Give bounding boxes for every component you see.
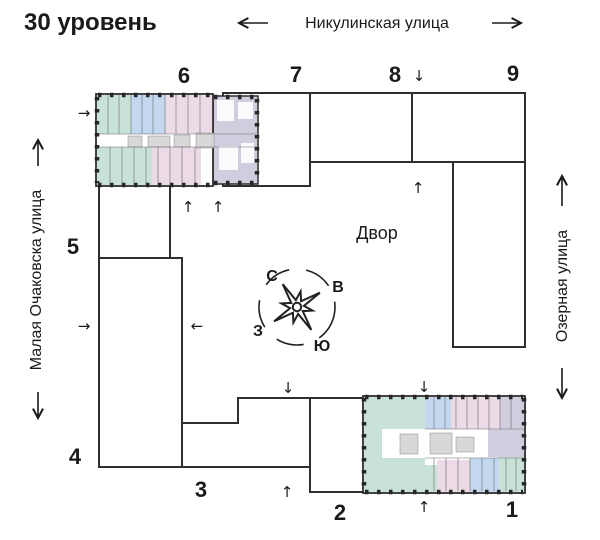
building-outlines: [98, 92, 526, 493]
building-7-annex-rooms: [217, 100, 254, 170]
building-1-apartments: [364, 397, 524, 492]
street-top-label: Никулинская улица: [305, 15, 449, 32]
building-6-walls: [97, 95, 258, 185]
building-2-label[interactable]: 2: [334, 500, 346, 525]
building-4-5-outline[interactable]: [98, 257, 183, 468]
compass-north-label: С: [266, 268, 278, 285]
entry-5-left-arrow-icon: →: [78, 317, 91, 335]
compass-center: [291, 301, 303, 313]
street-right: Озерная улица: [554, 173, 571, 401]
building-3-label[interactable]: 3: [195, 477, 207, 502]
entry-5-right-arrow-icon: ←: [191, 317, 204, 335]
entry-6-bottom-arrow-1-icon: ↑: [182, 198, 195, 216]
entry-8-top-arrow-icon: ↓: [413, 67, 426, 85]
page-title: 30 уровень: [24, 9, 157, 36]
building-1-label[interactable]: 1: [506, 497, 518, 522]
entrance-arrows: → ↑ ↑ ↓ ↑ → ← ↓ ↑ ↓ ↑: [78, 67, 431, 516]
entry-6-left-arrow-icon: →: [78, 104, 91, 122]
building-number-labels: 6 7 8 9 5 4 3 2 1: [67, 61, 519, 525]
building-1-plan[interactable]: [361, 394, 527, 495]
building-5-label[interactable]: 5: [67, 234, 79, 259]
entry-1-top-arrow-icon: ↓: [418, 378, 431, 396]
street-left: Малая Очаковска улица: [28, 137, 45, 421]
courtyard-label: Двор: [356, 223, 398, 243]
building-6-core: [127, 132, 215, 149]
entry-8-bottom-arrow-icon: ↑: [412, 179, 425, 197]
building-8-9-strip-outline[interactable]: [309, 92, 526, 163]
building-1-walls: [425, 397, 524, 491]
building-6-apartments: [97, 95, 212, 185]
building-6-balcony-ticks: [94, 92, 260, 188]
street-top: Никулинская улица: [236, 15, 524, 32]
entry-6-bottom-arrow-2-icon: ↑: [212, 198, 225, 216]
compass: С В Ю З: [253, 268, 344, 355]
building-6-label[interactable]: 6: [178, 63, 190, 88]
building-4-label[interactable]: 4: [69, 444, 82, 469]
building-6-wing-outline[interactable]: [98, 186, 171, 258]
building-9-wing-outline[interactable]: [452, 161, 526, 348]
building-6-plan[interactable]: [94, 92, 260, 188]
street-left-label: Малая Очаковска улица: [28, 190, 45, 371]
entry-1-bottom-arrow-icon: ↑: [418, 498, 431, 516]
building-1-balcony-ticks: [361, 394, 527, 495]
building-9-label[interactable]: 9: [507, 61, 519, 86]
entry-3-bottom-arrow-icon: ↑: [281, 483, 294, 501]
building-1-core: [399, 432, 475, 455]
building-7-label[interactable]: 7: [290, 62, 302, 87]
compass-south-label: Ю: [314, 338, 331, 355]
street-right-label: Озерная улица: [554, 230, 571, 342]
entry-2-top-arrow-icon: ↓: [282, 379, 295, 397]
compass-east-label: В: [332, 279, 344, 296]
building-2-3-outline[interactable]: [182, 397, 363, 493]
compass-west-label: З: [253, 323, 263, 340]
compass-ring: [258, 268, 336, 346]
building-8-label[interactable]: 8: [389, 62, 401, 87]
